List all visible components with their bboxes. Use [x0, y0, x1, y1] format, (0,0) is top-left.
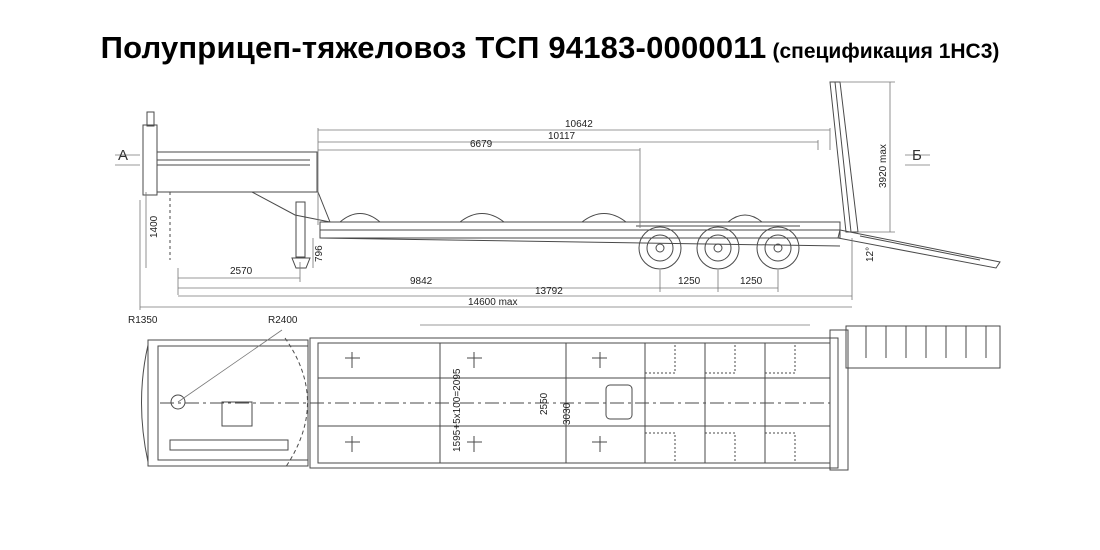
dim-10642: 10642	[565, 119, 593, 130]
dim-6679: 6679	[470, 139, 493, 150]
well-4	[727, 214, 763, 223]
dim-r1350: R1350	[128, 315, 158, 326]
dim-1400: 1400	[149, 215, 160, 238]
landing-gear	[295, 201, 306, 258]
wheel-2	[696, 226, 740, 270]
tie-down-points	[345, 352, 607, 452]
radius-2400-arc	[284, 337, 308, 469]
drawing-title: Полуприцеп-тяжеловоз ТСП 94183-0000011(с…	[0, 30, 1100, 66]
title-main: Полуприцеп-тяжеловоз ТСП 94183-0000011	[100, 30, 767, 65]
top-view	[141, 324, 1001, 471]
kingpin-post	[142, 124, 158, 196]
ramp-raised	[829, 81, 859, 233]
kingpin-head	[146, 111, 155, 127]
dim-13792: 13792	[535, 286, 563, 297]
dim-1250-a: 1250	[678, 276, 701, 287]
wheel-1	[638, 226, 682, 270]
dim-r2400: R2400	[268, 315, 298, 326]
kingpin	[170, 394, 186, 410]
side-view	[142, 81, 1001, 270]
gooseneck	[156, 151, 318, 193]
radius-1350-arc	[141, 344, 149, 463]
gooseneck-slope	[157, 191, 331, 223]
side-dimensions	[115, 81, 930, 310]
well-3	[581, 213, 627, 223]
landing-gear-foot	[291, 257, 311, 269]
section-label-a: А	[118, 147, 128, 164]
wheel-3	[756, 226, 800, 270]
dim-12deg: 12°	[865, 247, 876, 262]
dim-14600: 14600 max	[468, 297, 517, 308]
dim-796: 796	[314, 245, 325, 262]
dim-3920: 3920 max	[878, 144, 889, 188]
dim-2570: 2570	[230, 266, 253, 277]
title-spec: (спецификация 1НС3)	[772, 40, 1000, 63]
dim-2550: 2550	[539, 392, 550, 415]
dim-1595: 1595+5x100=2095	[452, 368, 463, 452]
dim-10117: 10117	[548, 131, 576, 142]
dim-3030: 3030	[562, 402, 573, 425]
top-step	[169, 439, 289, 451]
hatch	[605, 384, 633, 420]
dim-9842: 9842	[410, 276, 433, 287]
ramp-lowered	[837, 229, 1001, 269]
well-1	[339, 213, 381, 223]
well-2	[459, 213, 505, 223]
dim-1250-b: 1250	[740, 276, 763, 287]
top-ramp	[845, 325, 1001, 369]
section-label-b: Б	[912, 147, 922, 164]
